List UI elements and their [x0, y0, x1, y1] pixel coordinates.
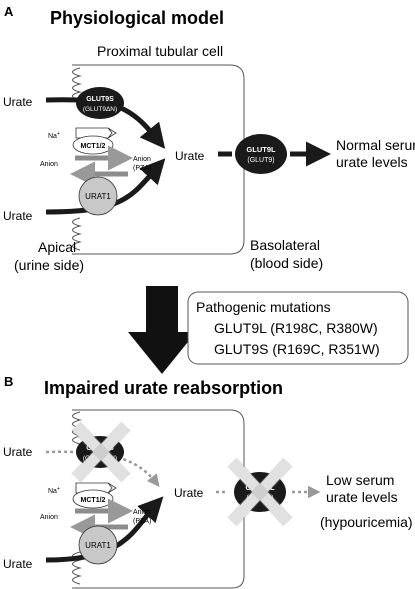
apical-sublabel: (urine side) [14, 257, 84, 273]
mutation-glut9s: GLUT9S (R169C, R351W) [214, 341, 380, 357]
brush-border-top [72, 67, 82, 101]
urate-top-label: Urate [3, 95, 33, 109]
mct-transporter [72, 135, 114, 155]
glut9s-label: GLUT9S [86, 96, 114, 103]
na-label-b: Na+ [48, 486, 60, 495]
mct-label-b: MCT1/2 [81, 497, 106, 504]
result-line2-b: urate levels [326, 489, 398, 505]
result-line2: urate levels [336, 154, 408, 170]
anion-right-sublabel: (PZA) [133, 165, 151, 172]
glut9s-sublabel: (GLUT9ΔN) [83, 106, 117, 113]
urate-flow-urat1-arrow [45, 158, 166, 215]
result-line1-b: Low serum [326, 472, 394, 488]
basolateral-sublabel: (blood side) [250, 255, 323, 271]
glut9s-blocked-cross-icon [71, 421, 131, 483]
urate-bottom-label: Urate [3, 209, 33, 223]
urat1-transporter [78, 176, 118, 216]
glut9l-label: GLUT9L [246, 145, 276, 154]
urate-center-label: Urate [175, 149, 205, 163]
glut9l-transporter [235, 134, 287, 174]
mutation-glut9l: GLUT9L (R198C, R380W) [214, 320, 378, 336]
anion-right-label-b: Anion [133, 509, 151, 516]
glut9l-sublabel: (GLUT9) [247, 157, 274, 164]
result-line3-b: (hypouricemia) [320, 514, 413, 530]
panel-b: B Impaired urate reabsorption GLUT9S (GL… [3, 374, 413, 589]
glut9l-blocked-cross-icon [227, 457, 293, 527]
mct-label: MCT1/2 [81, 143, 106, 150]
anion-right-label: Anion [133, 156, 151, 163]
panel-a: A Physiological model Proximal tubular c… [3, 4, 415, 273]
na-label: Na+ [48, 131, 60, 140]
anion-left-label: Anion [40, 161, 58, 168]
glut9s-transporter [76, 87, 124, 119]
panel-b-title: Impaired urate reabsorption [44, 378, 283, 398]
transition-arrow [128, 286, 196, 374]
urat1-label: URAT1 [85, 192, 111, 201]
urate-center-label-b: Urate [174, 486, 204, 500]
panel-a-letter: A [4, 4, 14, 19]
urate-flow-urat1-arrow-b [45, 496, 164, 563]
mutations-title: Pathogenic mutations [196, 299, 331, 315]
apical-label: Apical [38, 239, 76, 255]
result-line1: Normal serum [336, 137, 415, 153]
basolateral-label: Basolateral [250, 237, 320, 253]
anion-left-label-b: Anion [40, 514, 58, 521]
urat1-label-b: URAT1 [85, 541, 111, 550]
na-arrow [75, 127, 117, 139]
brush-border-bottom [72, 217, 82, 251]
urate-bottom-label-b: Urate [3, 557, 33, 571]
mutations-box: Pathogenic mutations GLUT9L (R198C, R380… [187, 291, 409, 365]
cell-label: Proximal tubular cell [97, 43, 223, 59]
anion-right-sublabel-b: (PZA) [133, 518, 151, 525]
urat1-transporter-b [78, 525, 118, 565]
urate-top-label-b: Urate [3, 445, 33, 459]
panel-a-title: Physiological model [50, 8, 224, 28]
panel-b-letter: B [4, 374, 13, 389]
